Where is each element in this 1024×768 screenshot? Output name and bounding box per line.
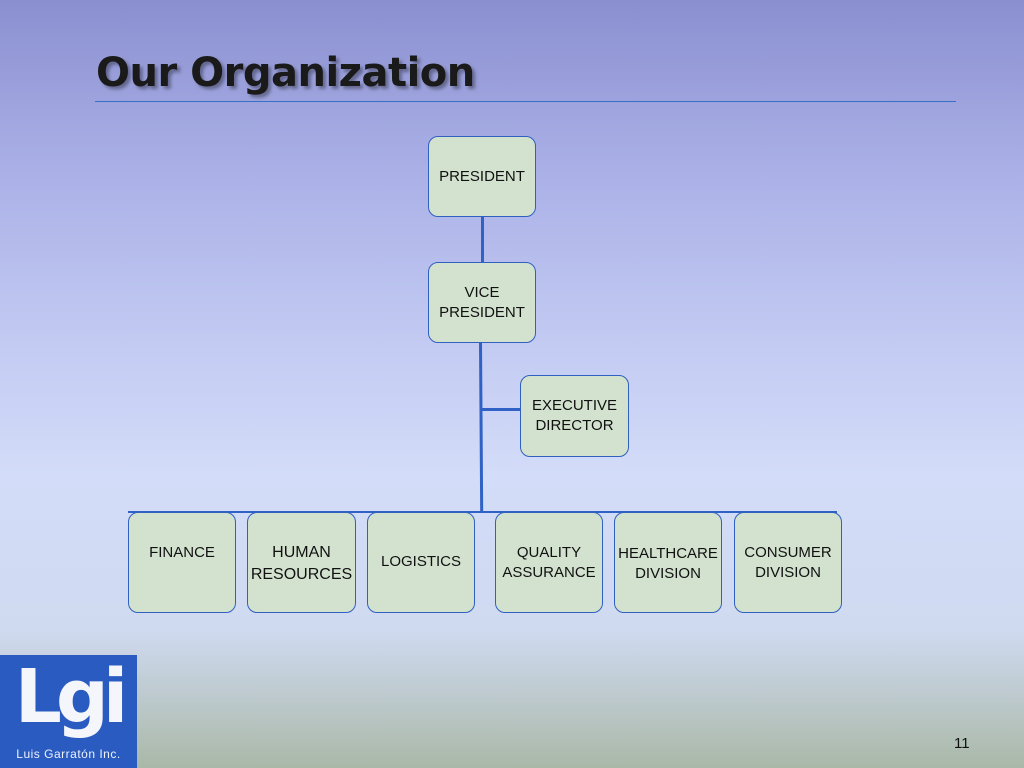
node-president: PRESIDENT — [428, 136, 536, 217]
logo-mark: Lgi — [14, 654, 129, 740]
node-vice-president: VICE PRESIDENT — [428, 262, 536, 343]
node-vice-president-label: VICE PRESIDENT — [439, 283, 525, 321]
page-number: 11 — [954, 735, 970, 752]
connector-exec-branch — [480, 408, 520, 411]
node-quality-assurance-label: QUALITY ASSURANCE — [502, 544, 596, 581]
company-logo: Lgi Luis Garratón Inc. — [0, 655, 137, 768]
node-consumer-division: CONSUMER DIVISION — [734, 512, 842, 613]
title-underline — [95, 101, 956, 102]
node-finance: FINANCE — [128, 512, 236, 613]
node-healthcare-division: HEALTHCARE DIVISION — [614, 512, 722, 613]
logo-company-name: Luis Garratón Inc. — [16, 747, 121, 761]
node-president-label: PRESIDENT — [439, 167, 525, 185]
node-human-resources-label: HUMAN RESOURCES — [250, 544, 353, 583]
node-human-resources: HUMAN RESOURCES — [247, 512, 356, 613]
connector-vp-trunk — [479, 341, 484, 513]
slide-title: Our Organization — [96, 50, 475, 96]
node-logistics-label: LOGISTICS — [380, 552, 462, 570]
node-executive-director: EXECUTIVE DIRECTOR — [520, 375, 629, 457]
connector-president-vp — [481, 217, 484, 263]
node-consumer-division-label: CONSUMER DIVISION — [744, 544, 832, 581]
connector-departments-bar — [128, 511, 837, 513]
node-quality-assurance: QUALITY ASSURANCE — [495, 512, 603, 613]
node-executive-director-label: EXECUTIVE DIRECTOR — [531, 397, 618, 434]
node-logistics: LOGISTICS — [367, 512, 475, 613]
node-healthcare-division-label: HEALTHCARE DIVISION — [618, 545, 718, 582]
node-finance-label: FINANCE — [149, 544, 215, 561]
